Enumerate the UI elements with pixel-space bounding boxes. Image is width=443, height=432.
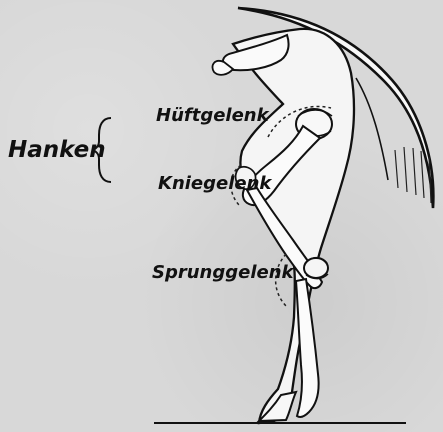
tail-inner-line xyxy=(356,78,388,180)
hock-joint-label: Sprunggelenk xyxy=(152,262,294,283)
knee-joint-label: Kniegelenk xyxy=(158,173,271,194)
hanken-label: Hanken xyxy=(8,137,106,163)
hip-joint-label: Hüftgelenk xyxy=(156,105,269,126)
cannon-bone xyxy=(296,279,319,417)
leg-outline xyxy=(233,29,354,423)
